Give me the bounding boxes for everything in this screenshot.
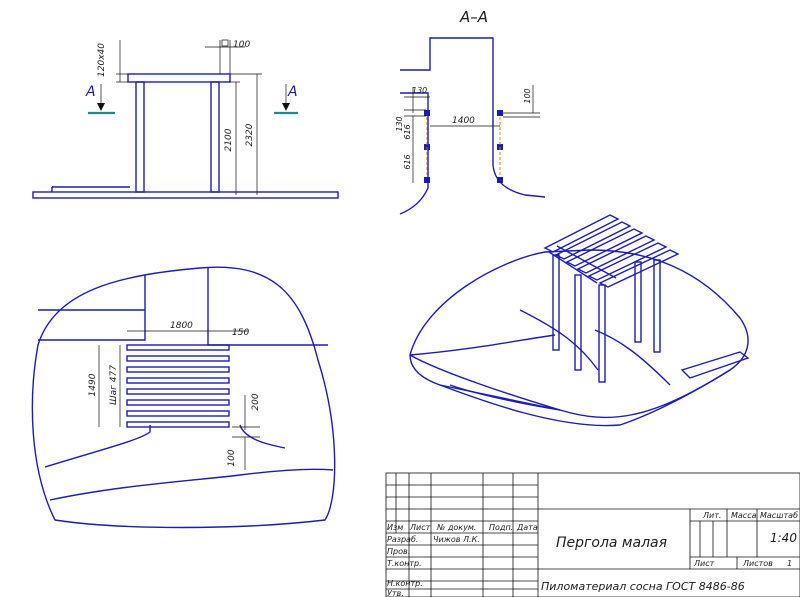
section-post-size-label: 130 xyxy=(412,86,427,95)
plan-width-label: 1490 xyxy=(88,373,98,396)
plan-overhang-label: 150 xyxy=(232,328,249,338)
elevation-view: 120х40 100 2100 2320 А А xyxy=(32,39,339,199)
tb-col-massa: Масса xyxy=(731,511,757,520)
section-span-label: 1400 xyxy=(452,116,475,126)
tb-scale-value: 1:40 xyxy=(770,531,797,545)
plan-view: 1800 150 1490 Шаг 477 200 100 xyxy=(31,266,336,529)
tb-row-nkontr: Н.контр. xyxy=(387,579,423,588)
tb-material: Пиломатериал сосна ГОСТ 8486-86 xyxy=(541,580,745,593)
section-spacing-2-label: 616 xyxy=(403,154,412,169)
tb-sheets-value: 1 xyxy=(787,559,792,568)
tb-col-doc: № докум. xyxy=(436,523,476,532)
plan-slats xyxy=(126,344,230,428)
tb-col-lit: Лит. xyxy=(702,511,721,520)
section-spacing-1-label: 616 xyxy=(403,124,412,139)
plan-length-label: 1800 xyxy=(170,321,193,331)
section-right-offset-label: 100 xyxy=(523,88,532,103)
section-marker-title: А–А xyxy=(459,8,488,26)
title-block: Изм Лист № докум. Подп. Дата Разраб. Чиж… xyxy=(385,472,800,597)
elevation-height-inner-label: 2100 xyxy=(224,128,234,151)
section-view: А–А 130 130 616 616 1400 100 xyxy=(395,8,546,215)
tb-row-utv: Утв. xyxy=(387,589,404,597)
tb-row-prov: Пров. xyxy=(387,547,410,556)
tb-col-podp: Подп. xyxy=(489,523,513,532)
section-offset-label: 130 xyxy=(395,116,404,131)
plan-edge-label: 200 xyxy=(251,393,261,410)
elevation-beam-section-label: 120х40 xyxy=(97,43,107,77)
iso-slats xyxy=(543,214,680,288)
tb-col-masshtab: Масштаб xyxy=(760,511,798,520)
section-cut-right-label: А xyxy=(287,84,298,100)
tb-sheet-label: Лист xyxy=(693,559,715,568)
elevation-height-total-label: 2320 xyxy=(245,123,255,146)
tb-row-razrab: Разраб. xyxy=(387,535,418,544)
tb-razrab-name: Чижов Л.К. xyxy=(433,535,480,544)
tb-drawing-title: Пергола малая xyxy=(556,535,667,551)
tb-row-tkontr: Т.контр. xyxy=(387,559,422,568)
section-cut-left-label: А xyxy=(85,84,96,100)
elevation-overhang-label: 100 xyxy=(233,40,250,50)
tb-col-izm: Изм xyxy=(387,523,403,532)
tb-col-data: Дата xyxy=(516,523,538,532)
plan-bottom-label: 100 xyxy=(227,449,237,466)
tb-col-list: Лист xyxy=(409,523,431,532)
plan-step-label: Шаг 477 xyxy=(109,365,119,405)
tb-sheets-label: Листов xyxy=(742,559,773,568)
isometric-view xyxy=(409,214,750,427)
